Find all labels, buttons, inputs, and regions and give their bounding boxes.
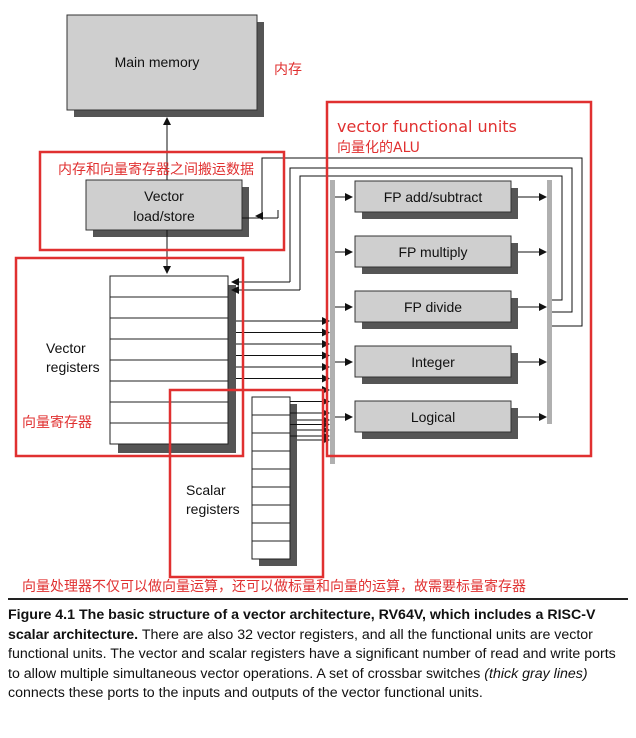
- scalar-register-row: [251, 432, 291, 452]
- unit-label: FP divide: [404, 299, 462, 315]
- caption-title: The basic structure of a vector architec…: [8, 607, 596, 643]
- vector-registers-label-2: registers: [46, 359, 100, 375]
- functional-unit-fp-multiply: FP multiply: [335, 235, 547, 274]
- vfu-annotation-1: vector functional units: [337, 117, 517, 136]
- scalar-registers: [251, 396, 297, 566]
- caption-italic: (thick gray lines): [484, 665, 588, 682]
- input-crossbar: [330, 180, 335, 464]
- output-crossbar: [547, 180, 552, 424]
- scalar-register-row: [251, 522, 291, 542]
- functional-unit-fp-divide: FP divide: [335, 290, 547, 329]
- functional-unit-fp-add-subtract: FP add/subtract: [335, 180, 547, 219]
- memory-annotation: 内存: [274, 62, 302, 78]
- unit-box: [354, 345, 512, 378]
- figure-caption: Figure 4.1 The basic structure of a vect…: [8, 598, 628, 704]
- vector-load-store-label-2: load/store: [133, 208, 195, 224]
- functional-unit-logical: Logical: [335, 400, 547, 439]
- scalar-registers-annotation-frame: [168, 388, 325, 579]
- scalar-register-row: [251, 486, 291, 506]
- scalar-annotation: 向量处理器不仅可以做向量运算，还可以做标量和向量的运算，故需要标量寄存器: [22, 578, 526, 595]
- unit-box: [354, 235, 512, 268]
- vector-load-store-box: Vector load/store: [85, 179, 249, 237]
- vector-register-row: [109, 359, 229, 382]
- unit-label: FP add/subtract: [384, 189, 483, 205]
- scalar-register-row: [251, 540, 291, 560]
- scalar-register-row: [251, 450, 291, 470]
- scalar-register-row: [251, 396, 291, 416]
- unit-box: [354, 400, 512, 433]
- functional-units: FP add/subtract FP multiply FP divideInteg…: [335, 180, 547, 439]
- caption-body-1: There are also 32 vector registers, and …: [8, 626, 616, 682]
- caption-label: Figure 4.1: [8, 607, 76, 623]
- vector-register-row: [109, 338, 229, 361]
- vfu-annotation-frame: [325, 100, 593, 458]
- unit-label: FP multiply: [399, 244, 468, 260]
- scalar-register-row: [251, 414, 291, 434]
- functional-unit-integer: Integer: [335, 345, 547, 384]
- transfer-annotation-frame: [38, 150, 286, 252]
- unit-label: Integer: [411, 354, 455, 370]
- scalar-registers-label-2: registers: [186, 501, 240, 517]
- vector-register-row: [109, 275, 229, 298]
- vfu-annotation-2: 向量化的ALU: [337, 140, 420, 156]
- vector-registers: [109, 275, 236, 453]
- scalar-register-row: [251, 504, 291, 524]
- main-memory-box: Main memory: [66, 14, 264, 117]
- scalar-register-row: [251, 468, 291, 488]
- feedback-paths: [261, 157, 583, 327]
- vector-register-rows: [109, 275, 229, 445]
- vector-registers-annotation-frame: [14, 256, 245, 458]
- unit-label: Logical: [411, 409, 455, 425]
- unit-box: [354, 180, 512, 213]
- vector-register-row: [109, 296, 229, 319]
- scalar-register-rows: [251, 396, 291, 560]
- vector-load-store-label-1: Vector: [144, 188, 184, 204]
- transfer-annotation: 内存和向量寄存器之间搬运数据: [58, 161, 254, 178]
- vector-register-row: [109, 317, 229, 340]
- main-memory-label: Main memory: [115, 54, 200, 70]
- scalar-registers-label-1: Scalar: [186, 482, 226, 498]
- vector-architecture-diagram: Main memory 内存 Vector load/store Vector …: [14, 14, 593, 595]
- unit-box: [354, 290, 512, 323]
- vector-registers-label-1: Vector: [46, 340, 86, 356]
- caption-body-2: connects these ports to the inputs and o…: [8, 685, 483, 701]
- vector-registers-annotation: 向量寄存器: [22, 414, 92, 431]
